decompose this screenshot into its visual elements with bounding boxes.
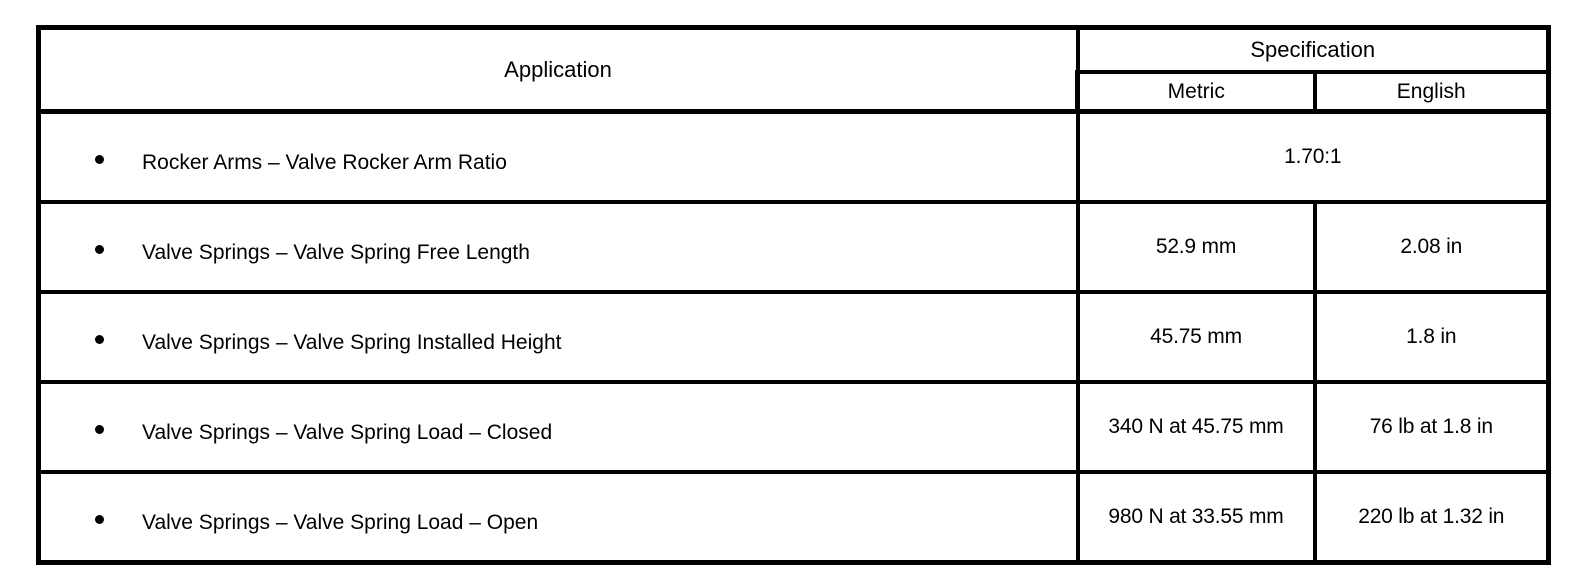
english-value: 220 lb at 1.32 in bbox=[1312, 470, 1551, 565]
table-body: Rocker Arms – Valve Rocker Arm Ratio 1.7… bbox=[36, 109, 1551, 565]
table-row: Valve Springs – Valve Spring Free Length… bbox=[36, 200, 1551, 294]
application-label: Valve Springs – Valve Spring Load – Open bbox=[142, 511, 539, 534]
metric-value: 980 N at 33.55 mm bbox=[1075, 470, 1317, 565]
application-label: Valve Springs – Valve Spring Free Length bbox=[142, 241, 530, 264]
application-label: Rocker Arms – Valve Rocker Arm Ratio bbox=[142, 151, 507, 174]
column-header-application: Application bbox=[36, 25, 1080, 114]
application-cell: Valve Springs – Valve Spring Installed H… bbox=[36, 290, 1080, 384]
metric-value: 45.75 mm bbox=[1075, 290, 1317, 384]
table-header: Application Specification Metric English bbox=[36, 25, 1551, 114]
application-cell: Valve Springs – Valve Spring Free Length bbox=[36, 200, 1080, 294]
application-bullet-line: Valve Springs – Valve Spring Load – Open bbox=[41, 498, 1076, 536]
table-row: Valve Springs – Valve Spring Load – Open… bbox=[36, 470, 1551, 565]
column-header-metric: Metric bbox=[1075, 70, 1317, 114]
english-value: 76 lb at 1.8 in bbox=[1312, 380, 1551, 474]
application-label: Valve Springs – Valve Spring Installed H… bbox=[142, 331, 562, 354]
application-bullet-line: Rocker Arms – Valve Rocker Arm Ratio bbox=[41, 138, 1076, 176]
bullet-icon bbox=[95, 155, 104, 164]
header-row-top: Application Specification bbox=[36, 25, 1551, 114]
metric-value: 52.9 mm bbox=[1075, 200, 1317, 294]
english-value: 1.8 in bbox=[1312, 290, 1551, 384]
valve-specifications-table: Application Specification Metric English… bbox=[36, 25, 1551, 565]
table-row: Valve Springs – Valve Spring Installed H… bbox=[36, 290, 1551, 384]
header-row-sub: Metric English bbox=[39, 70, 1551, 114]
bullet-icon bbox=[95, 245, 104, 254]
application-bullet-line: Valve Springs – Valve Spring Installed H… bbox=[41, 318, 1076, 356]
bullet-icon bbox=[95, 515, 104, 524]
application-cell: Valve Springs – Valve Spring Load – Open bbox=[36, 470, 1080, 565]
column-header-english: English bbox=[1312, 70, 1551, 114]
table-row: Valve Springs – Valve Spring Load – Clos… bbox=[36, 380, 1551, 474]
application-cell: Valve Springs – Valve Spring Load – Clos… bbox=[36, 380, 1080, 474]
english-value: 2.08 in bbox=[1312, 200, 1551, 294]
bullet-icon bbox=[95, 425, 104, 434]
application-cell: Rocker Arms – Valve Rocker Arm Ratio bbox=[36, 109, 1080, 204]
specification-value-merged: 1.70:1 bbox=[1075, 109, 1551, 204]
application-label: Valve Springs – Valve Spring Load – Clos… bbox=[142, 421, 553, 444]
table-row: Rocker Arms – Valve Rocker Arm Ratio 1.7… bbox=[36, 109, 1551, 204]
column-header-specification: Specification bbox=[1075, 25, 1551, 74]
bullet-icon bbox=[95, 335, 104, 344]
application-bullet-line: Valve Springs – Valve Spring Free Length bbox=[41, 228, 1076, 266]
metric-value: 340 N at 45.75 mm bbox=[1075, 380, 1317, 474]
application-bullet-line: Valve Springs – Valve Spring Load – Clos… bbox=[41, 408, 1076, 446]
